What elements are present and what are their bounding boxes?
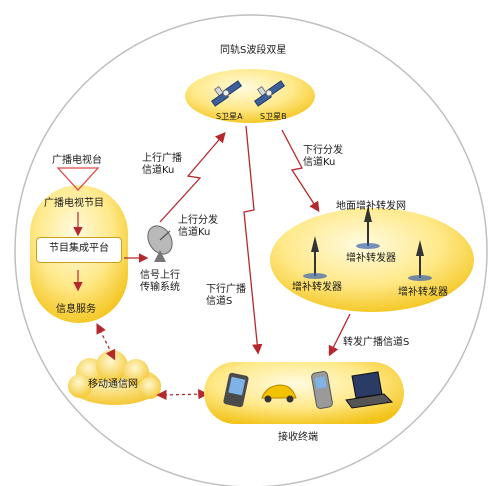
- car-icon: [261, 384, 297, 403]
- ground-network-ellipse: [270, 208, 474, 312]
- phone-icon: [311, 371, 333, 409]
- downlink-distribution-ku-label: 下行分发 信道Ku: [303, 145, 343, 168]
- repeater-label: 增补转发器: [292, 282, 342, 293]
- mobile-terminal-link: [156, 388, 209, 401]
- uplink-system-label: 信号上行 传输系统: [140, 270, 180, 293]
- program-label: 广播电视节目: [44, 198, 104, 209]
- uplink-distribution-ku-label: 上行分发 信道Ku: [178, 215, 218, 238]
- mobile-network-label: 移动通信网: [88, 379, 138, 390]
- satellite-title: 同轨S波段双星: [220, 45, 287, 56]
- uplink-broadcast-ku-label: 上行广播 信道Ku: [142, 153, 182, 176]
- uplink-dish-icon: [147, 225, 173, 262]
- tv-station-label: 广播电视台: [52, 155, 102, 166]
- downlink-ku-bolt: [281, 129, 320, 213]
- forward-broadcast-s-label: 转发广播信道S: [343, 337, 410, 348]
- pda-icon: [223, 372, 249, 408]
- repeater-tower-icon: [356, 206, 380, 249]
- tv-station-icon: [56, 167, 100, 191]
- repeater-label: 增补转发器: [398, 287, 448, 298]
- satellite-b-icon: [254, 80, 286, 107]
- laptop-icon: [345, 371, 394, 409]
- repeater-tower-icon: [408, 240, 432, 281]
- platform-box: 节目集成平台: [36, 237, 122, 263]
- satellite-a-label: S卫星A: [216, 112, 243, 121]
- downlink-s-bolt: [243, 125, 263, 355]
- satellite-b-label: S卫星B: [260, 112, 287, 121]
- satellite-a-icon: [211, 80, 243, 107]
- uplink-bolt: [159, 132, 226, 223]
- satellite-ellipse: [185, 69, 315, 123]
- downlink-broadcast-s-label: 下行广播 信道S: [206, 284, 246, 307]
- info-mobile-link: [96, 323, 116, 361]
- terminals-label: 接收终端: [278, 432, 318, 443]
- ground-network-title: 地面增补转发网: [336, 201, 406, 212]
- repeater-tower-icon: [303, 236, 327, 279]
- forward-s-arrow: [328, 313, 351, 357]
- info-service-label: 信息服务: [56, 304, 96, 315]
- repeater-label: 增补转发器: [346, 253, 396, 264]
